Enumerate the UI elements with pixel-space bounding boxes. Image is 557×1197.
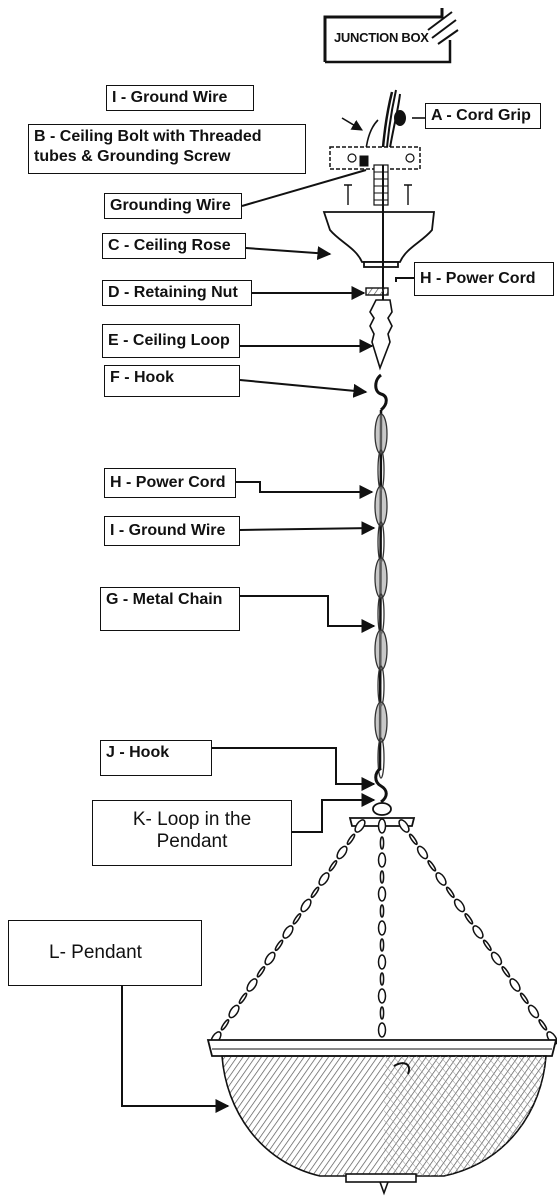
pendant-chain-link-1 xyxy=(377,920,387,936)
pendant-chain-link-0 xyxy=(292,913,302,925)
junction-box-frame xyxy=(323,8,459,64)
chain-link xyxy=(374,413,388,455)
chain-link xyxy=(374,485,388,527)
pendant-chain-link-0 xyxy=(346,833,356,846)
label-power-cord-top: H - Power Cord xyxy=(414,262,554,296)
pendant-chain-link-0 xyxy=(310,886,320,899)
pendant-chain-link-1 xyxy=(377,886,387,902)
label-cord-grip: A - Cord Grip xyxy=(425,103,541,129)
leader-ground-wire-mid xyxy=(239,521,376,536)
label-ceiling-bolt: B - Ceiling Bolt with Threaded tubes & G… xyxy=(28,124,306,174)
retaining-nut xyxy=(365,287,389,296)
pendant-chain-link-0 xyxy=(238,992,248,1005)
label-grounding-wire: Grounding Wire xyxy=(104,193,242,219)
pendant-support-chains xyxy=(210,818,557,1045)
leader-grounding-wire xyxy=(241,169,367,207)
pendant-chain-link-2 xyxy=(527,1004,540,1019)
chain-link xyxy=(374,557,388,599)
pendant-chain-link-0 xyxy=(274,939,284,952)
pendant-chain-link-2 xyxy=(519,992,529,1005)
leader-loop-pendant xyxy=(292,793,376,833)
pendant-chain-link-1 xyxy=(377,988,387,1004)
pendant-chain-link-0 xyxy=(336,845,348,860)
pendant-chain-link-1 xyxy=(379,938,385,952)
pendant-chain-link-0 xyxy=(220,1019,230,1031)
pendant-chain-link-2 xyxy=(416,845,429,860)
chain-link xyxy=(377,737,385,779)
hook-j xyxy=(374,766,388,804)
pendant-chain-link-2 xyxy=(398,819,410,833)
leader-hook-f xyxy=(239,379,368,398)
label-metal-chain: G - Metal Chain xyxy=(100,587,240,631)
label-hook-f: F - Hook xyxy=(104,365,240,397)
pendant-chain-link-1 xyxy=(377,852,387,868)
pendant-chain-link-2 xyxy=(435,872,447,886)
pendant-chain-link-2 xyxy=(472,925,484,939)
metal-chain xyxy=(374,409,388,779)
pendant-chain-link-1 xyxy=(379,904,385,918)
pendant-chain-link-2 xyxy=(408,833,418,846)
junction-box-text: JUNCTION BOX xyxy=(334,30,429,45)
pendant-chain-link-2 xyxy=(538,1019,548,1031)
leader-power-cord-mid xyxy=(236,481,374,499)
leader-power-cord-top xyxy=(395,277,414,282)
pendant-rim xyxy=(206,1039,557,1057)
label-loop-pendant-line2: Pendant xyxy=(156,831,228,852)
pendant-chain-link-0 xyxy=(256,966,266,978)
label-ground-wire-top: I - Ground Wire xyxy=(106,85,254,111)
pendant-chain-link-2 xyxy=(482,939,492,952)
chain-link xyxy=(374,701,388,743)
pendant-chain-link-0 xyxy=(328,860,338,872)
pendant-chain-link-1 xyxy=(377,818,387,834)
leader-hook-j xyxy=(212,747,376,791)
pendant-chain-link-0 xyxy=(246,978,258,992)
pendant-chain-link-0 xyxy=(354,819,366,833)
chain-link xyxy=(374,629,388,671)
ceiling-rose xyxy=(322,211,436,268)
pendant-chain-link-0 xyxy=(300,898,312,913)
pendant-chain-link-1 xyxy=(379,836,385,850)
pendant-chain-link-0 xyxy=(264,951,276,966)
pendant-chain-link-2 xyxy=(501,966,511,978)
label-retaining-nut: D - Retaining Nut xyxy=(102,280,252,306)
pendant-chain-link-0 xyxy=(282,925,294,939)
ceiling-bolt-plate xyxy=(329,146,421,206)
pendant-chain-link-2 xyxy=(509,978,521,992)
leader-lines xyxy=(121,169,414,1113)
label-pendant: L- Pendant xyxy=(8,920,202,986)
leader-metal-chain xyxy=(240,595,376,633)
pendant-bowl xyxy=(221,1055,547,1196)
pendant-chain-link-0 xyxy=(318,872,330,886)
ceiling-loop xyxy=(369,299,393,371)
label-power-cord-mid: H - Power Cord xyxy=(104,468,236,498)
pendant-chain-link-1 xyxy=(379,1006,385,1020)
label-ceiling-bolt-line1: B - Ceiling Bolt with Threaded xyxy=(34,128,262,145)
pendant-chain-link-1 xyxy=(377,954,387,970)
hook-f xyxy=(374,373,388,412)
pendant-chain-link-1 xyxy=(379,972,385,986)
pendant-chain-link-0 xyxy=(228,1004,240,1019)
pendant-chain-link-1 xyxy=(377,1022,387,1038)
label-loop-pendant-line1: K- Loop in the xyxy=(132,809,252,830)
label-ceiling-bolt-line2: tubes & Grounding Screw xyxy=(34,148,231,165)
mounting-screws xyxy=(344,184,412,205)
cord-grip xyxy=(394,110,427,126)
pendant-chain-link-1 xyxy=(379,870,385,884)
pendant-chain-link-2 xyxy=(453,898,466,913)
label-hook-j: J - Hook xyxy=(100,740,212,776)
label-ceiling-rose: C - Ceiling Rose xyxy=(102,233,246,259)
pendant-chain-link-2 xyxy=(427,860,437,872)
pendant-chain-link-2 xyxy=(490,951,503,966)
pendant-chain-link-2 xyxy=(445,886,455,899)
leader-ceiling-rose xyxy=(245,246,332,261)
pendant-chain-link-2 xyxy=(464,913,474,925)
label-ground-wire-mid: I - Ground Wire xyxy=(104,516,240,546)
label-ceiling-loop: E - Ceiling Loop xyxy=(102,324,240,358)
junction-box-label: JUNCTION BOX xyxy=(322,12,454,64)
leader-pendant xyxy=(121,986,230,1113)
label-loop-pendant: K- Loop in the Pendant xyxy=(92,800,292,866)
